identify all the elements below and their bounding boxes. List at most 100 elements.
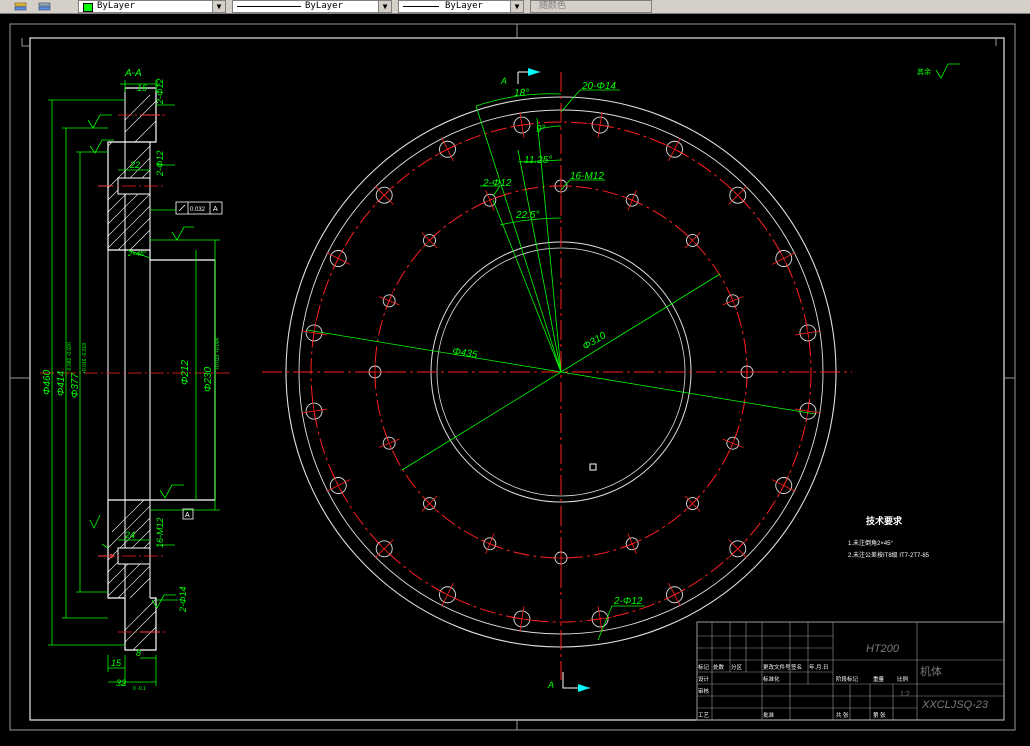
outer-bolt-hole-crossline: [663, 589, 686, 601]
color-control-dropdown[interactable]: ByLayer ▼: [78, 0, 226, 13]
dim-dia-414-tolerance: -0.082 -0.020: [67, 342, 73, 372]
outer-bolt-hole: [591, 610, 609, 628]
outer-bolt-hole-crossline: [663, 143, 686, 155]
inner-thread-hole-crossline: [622, 539, 642, 548]
outer-bolt-hole: [775, 250, 793, 267]
cell-chushu: 处数: [713, 663, 725, 671]
cell-biaoji: 标记: [698, 663, 710, 671]
hole-note-bottom: 2-Φ14: [178, 586, 188, 613]
dim-24: 24: [124, 530, 135, 540]
inner-thread-hole-crossline: [728, 433, 737, 453]
lineweight-value: ByLayer: [445, 1, 483, 11]
inner-thread-hole-crossline: [385, 433, 394, 453]
cut-arrow-bottom: [578, 684, 590, 692]
outer-bolt-hole: [375, 540, 393, 558]
dim-15: 15: [111, 658, 122, 668]
outer-bolt-hole: [799, 324, 817, 342]
cut-label-top: A: [500, 76, 507, 86]
lineweight-control-dropdown[interactable]: ByLayer ▼: [398, 0, 524, 13]
chamfer-note: 2×45°: [127, 250, 147, 258]
sheet-outer-border: [9, 23, 1016, 731]
angle-22-5: 22.5°: [515, 210, 539, 221]
outer-bolt-hole-crossline: [311, 320, 317, 345]
inner-thread-hole: [423, 234, 436, 247]
cell-biaozhunhua: 标准化: [763, 675, 780, 683]
layer-manager-icon[interactable]: [14, 0, 28, 12]
inner-thread-hole: [423, 497, 436, 510]
angle-9: 9°: [536, 124, 546, 135]
outer-bolt-hole-crossline: [805, 399, 811, 424]
linetype-control-dropdown[interactable]: ByLayer ▼: [232, 0, 392, 13]
outer-bolt-hole: [329, 477, 347, 494]
outer-bolt-hole: [329, 250, 347, 267]
inner-thread-hole-crossline: [480, 196, 500, 205]
linetype-preview: [237, 6, 301, 7]
dim-dia-377: Φ377: [70, 373, 81, 398]
section-label: A-A: [124, 68, 142, 79]
inner-thread-hole: [686, 497, 699, 510]
cut-marker-bottom: [562, 672, 590, 689]
properties-toolbar: ByLayer ▼ ByLayer ▼ ByLayer ▼ 随颜色: [0, 0, 1030, 14]
outer-bolt-hole: [729, 540, 747, 558]
inner-thread-hole-crossline: [622, 196, 642, 205]
plotstyle-value: 随颜色: [539, 1, 567, 11]
tolerance-frame: [175, 201, 223, 215]
cursor-pickbox[interactable]: [589, 463, 597, 471]
outer-bolt-hole-crossline: [509, 122, 534, 128]
main-view: A A 18° 9° 11.25° 22.5° 20-Φ14 2-Φ12 16-…: [262, 68, 852, 692]
inner-thread-hole: [625, 193, 639, 207]
chevron-down-icon[interactable]: ▼: [378, 1, 391, 12]
outer-bolt-hole-crossline: [588, 616, 613, 622]
outer-bolt-hole-crossline: [375, 540, 393, 558]
dim-dia-310: Φ310: [581, 330, 609, 353]
plotstyle-control-dropdown: 随颜色: [530, 0, 652, 13]
inner-thread-hole: [686, 234, 699, 247]
dim-8: 8: [136, 648, 141, 658]
chevron-down-icon[interactable]: ▼: [510, 1, 523, 12]
outer-bolt-hole-crossline: [375, 186, 393, 204]
outer-bolt-hole-crossline: [436, 143, 459, 155]
cell-bili: 比例: [897, 675, 909, 683]
tolerance-value: 0.032: [190, 207, 206, 213]
inner-thread-hole: [382, 294, 396, 308]
roughness-symbol: [935, 63, 960, 79]
note-2-holes-upper: 2-Φ12: [482, 178, 512, 189]
outer-bolt-hole-crossline: [332, 247, 344, 270]
cell-fenqu: 分区: [731, 663, 743, 671]
inner-thread-hole: [483, 193, 497, 207]
outer-bolt-hole-crossline: [332, 474, 344, 497]
hole-note-mid: 2-Φ12: [155, 150, 165, 177]
outer-bolt-hole: [775, 477, 793, 494]
datum-label: A: [185, 512, 190, 519]
drawing-canvas[interactable]: A-A 16 22 24 15 8 32 0 -0.1 2-Φ12 2-Φ12 …: [0, 14, 1030, 746]
inner-thread-hole-crossline: [422, 233, 437, 248]
outer-bolt-hole-crossline: [436, 589, 459, 601]
cell-gongyi: 工艺: [698, 712, 710, 719]
cell-shenhe: 审核: [698, 687, 710, 695]
inner-thread-hole-crossline: [385, 291, 394, 311]
dim-dia-230-tolerance: +0.033 +0.004: [215, 338, 221, 370]
inner-thread-hole: [483, 537, 497, 551]
outer-bolt-hole: [729, 186, 747, 204]
angle-18: 18°: [514, 88, 529, 99]
dim-32-tolerance: 0 -0.1: [133, 686, 146, 692]
cell-pizhun: 批准: [763, 711, 775, 719]
dim-dia-212: Φ212: [180, 360, 191, 385]
layer-previous-icon[interactable]: [38, 0, 52, 12]
outer-bolt-hole-crossline: [509, 616, 534, 622]
outer-bolt-hole-crossline: [729, 186, 747, 204]
note-20-holes: 20-Φ14: [581, 81, 616, 92]
chevron-down-icon[interactable]: ▼: [212, 1, 225, 12]
cell-genggai: 更改文件号: [763, 663, 791, 671]
cell-date: 年.月.日: [809, 663, 829, 671]
outer-bolt-hole-crossline: [805, 320, 811, 345]
inner-thread-hole-crossline: [422, 496, 437, 511]
outer-bolt-hole: [513, 610, 531, 628]
cell-jieduan: 阶段标记: [836, 675, 859, 683]
inner-thread-hole: [382, 436, 396, 450]
cell-qianming: 签名: [791, 663, 802, 671]
tech-requirements-title: 技术要求: [866, 515, 903, 526]
dim-dia-414: Φ414: [56, 371, 67, 396]
outer-bolt-hole-crossline: [729, 540, 747, 558]
inner-hole-pattern: [364, 175, 758, 569]
